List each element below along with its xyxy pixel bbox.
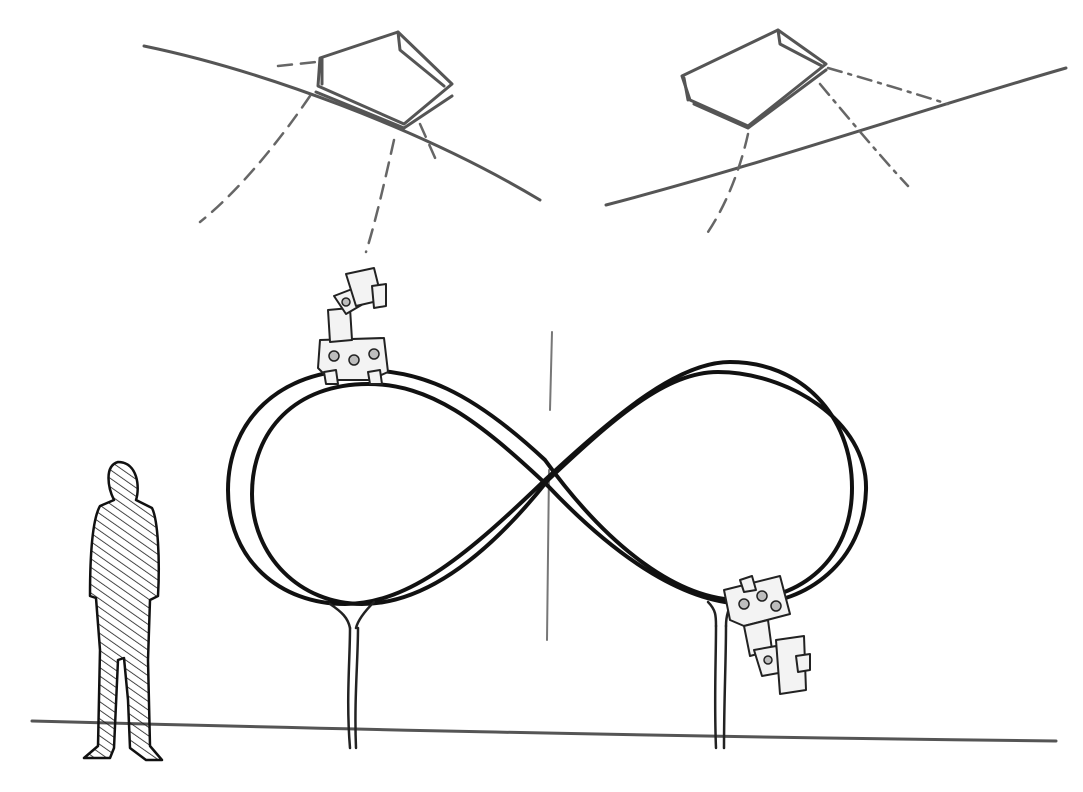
track-robot-bottom — [723, 575, 811, 695]
projection-ray-right-2 — [818, 82, 910, 188]
ceiling-projector-right — [680, 28, 950, 234]
projection-ray-left-2 — [364, 138, 396, 254]
ceiling-line-right — [604, 66, 1068, 207]
robot-bottom-carriage — [723, 575, 791, 627]
robot-bottom-wheel — [739, 575, 757, 593]
floor-line — [30, 719, 1058, 743]
ceiling-projector-left — [198, 30, 454, 254]
projection-ray-left-4 — [276, 60, 318, 68]
robot-top-wheel-right — [367, 369, 383, 385]
wall-corner-line — [546, 331, 553, 641]
projection-ray-right-1 — [826, 66, 950, 106]
support-pole-right — [706, 598, 736, 750]
ceiling-line-left — [142, 44, 542, 202]
projection-ray-right-3 — [706, 132, 750, 234]
track-outer-stroke — [226, 360, 854, 606]
support-pole-left — [328, 600, 376, 750]
room-outline — [30, 44, 1068, 743]
projection-ray-left-1 — [198, 94, 312, 224]
human-scale-figure — [82, 460, 164, 762]
track-inner-stroke — [250, 370, 869, 606]
robot-bottom-display — [775, 635, 807, 695]
robot-top-wheel-left — [323, 369, 339, 385]
projection-ray-left-3 — [418, 122, 438, 162]
track-robot-top — [317, 267, 389, 385]
